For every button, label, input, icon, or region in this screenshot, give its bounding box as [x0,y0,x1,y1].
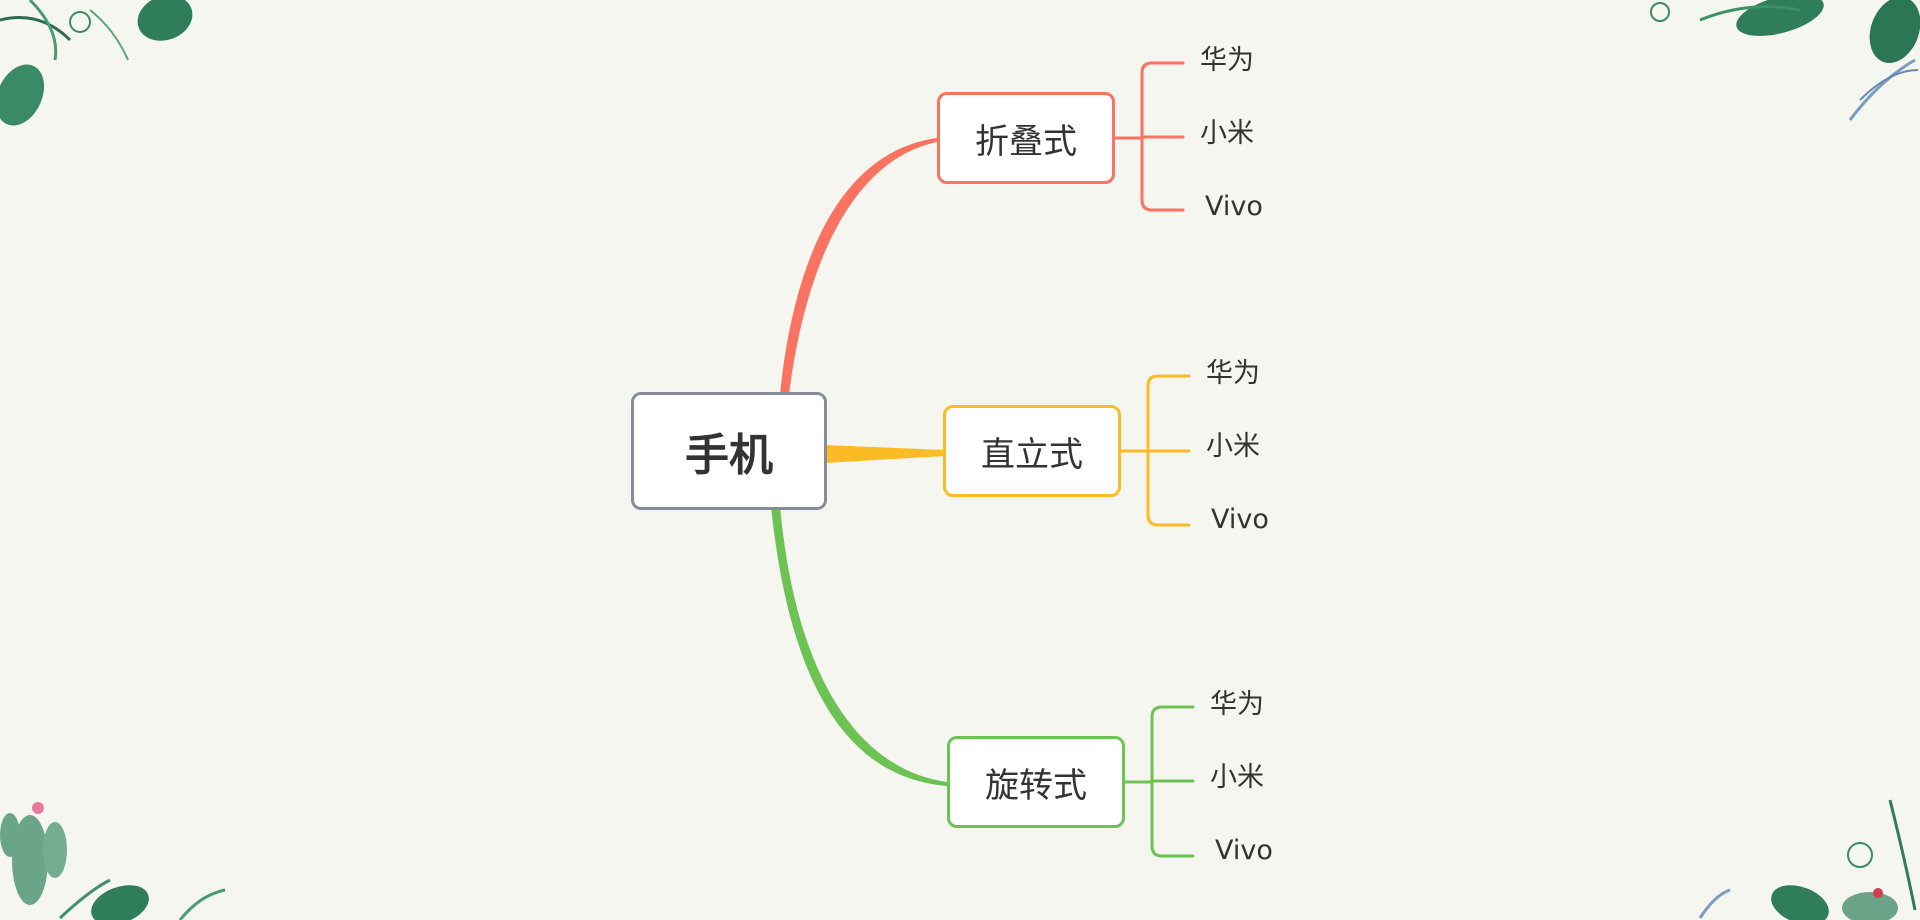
bracket-branch-3 [1122,705,1195,858]
root-node-label: 手机 [685,430,773,481]
leaf-1-2[interactable]: 小米 [1200,118,1254,149]
tropical-leaves-bottom-right-icon [1698,799,1917,920]
leaf-1-1[interactable]: 华为 [1200,45,1254,76]
branch-node-1[interactable]: 折叠式 [937,92,1115,184]
branch-node-1-label: 折叠式 [975,121,1077,162]
connector-root-branch-1 [780,138,937,394]
leaf-2-1[interactable]: 华为 [1206,358,1260,389]
root-node[interactable]: 手机 [631,392,827,510]
leaf-3-2[interactable]: 小米 [1210,762,1264,793]
connector-root-branch-3 [771,506,947,786]
tropical-leaves-top-right-icon [1650,0,1920,121]
branch-node-3[interactable]: 旋转式 [947,736,1125,828]
leaf-1-3[interactable]: Vivo [1205,191,1263,222]
connector-root-branch-2 [826,445,945,463]
cactus-bottom-left-icon [0,802,226,920]
bracket-branch-1 [1112,61,1185,212]
branch-node-3-label: 旋转式 [985,765,1087,806]
leaf-3-3[interactable]: Vivo [1215,835,1273,866]
leaf-3-1[interactable]: 华为 [1210,689,1264,720]
leaf-2-2[interactable]: 小米 [1206,431,1260,462]
branch-node-2-label: 直立式 [981,434,1083,475]
leaf-2-3[interactable]: Vivo [1211,504,1269,535]
tropical-leaves-top-left-icon [0,0,193,126]
bracket-branch-2 [1118,374,1191,527]
branch-node-2[interactable]: 直立式 [943,405,1121,497]
